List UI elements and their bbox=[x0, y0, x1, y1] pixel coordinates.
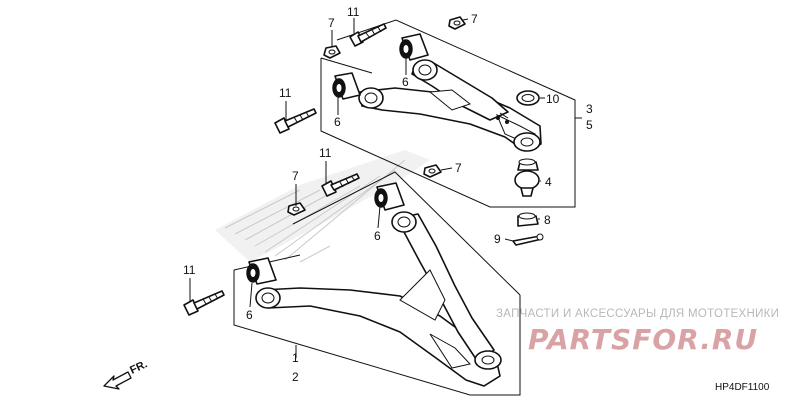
callout-6: 6 bbox=[334, 115, 341, 129]
nut-lower-right bbox=[423, 164, 442, 178]
bushing-lower-rear bbox=[246, 257, 277, 285]
cotter-pin bbox=[512, 233, 544, 246]
callout-6: 6 bbox=[402, 75, 409, 89]
callout-7: 7 bbox=[292, 169, 299, 183]
callout-6: 6 bbox=[374, 229, 381, 243]
front-label: FR. bbox=[128, 358, 149, 376]
nut-upper-right bbox=[448, 16, 466, 30]
snap-ring bbox=[516, 90, 540, 106]
bushing-lower-front bbox=[374, 182, 405, 211]
callout-1: 1 bbox=[292, 351, 299, 365]
callout-9: 9 bbox=[494, 232, 501, 246]
upper-arm-outline bbox=[320, 19, 576, 208]
callout-11: 11 bbox=[279, 86, 292, 100]
bushing-upper-front bbox=[399, 33, 429, 61]
castle-nut bbox=[517, 212, 539, 227]
callout-10: 10 bbox=[546, 92, 560, 106]
front-indicator: FR. bbox=[103, 358, 149, 390]
bolt-upper-left bbox=[274, 108, 317, 134]
callout-2: 2 bbox=[292, 370, 299, 384]
callout-7: 7 bbox=[471, 12, 478, 26]
callout-11: 11 bbox=[183, 263, 196, 277]
bolt-upper-top bbox=[349, 23, 387, 47]
bolt-lower-top bbox=[321, 173, 360, 197]
leader-lines bbox=[189, 18, 582, 358]
callout-8: 8 bbox=[544, 213, 551, 227]
ball-joint bbox=[514, 158, 540, 197]
callout-11: 11 bbox=[319, 146, 332, 160]
watermark: ЗАПЧАСТИ И АКСЕССУАРЫ ДЛЯ МОТОТЕХНИКИ PA… bbox=[496, 308, 779, 356]
watermark-brand: PARTSFOR.RU bbox=[528, 323, 758, 356]
bolt-lower-left bbox=[183, 290, 225, 316]
nut-lower-left bbox=[287, 202, 306, 216]
hatched-plate bbox=[215, 150, 430, 263]
lower-control-arm bbox=[255, 211, 502, 387]
callout-3: 3 bbox=[586, 102, 593, 116]
callout-4: 4 bbox=[545, 175, 552, 189]
callout-7: 7 bbox=[328, 16, 335, 30]
bushing-upper-rear bbox=[332, 72, 361, 100]
upper-control-arm bbox=[358, 59, 542, 152]
callout-7: 7 bbox=[455, 161, 462, 175]
watermark-tagline: ЗАПЧАСТИ И АКСЕССУАРЫ ДЛЯ МОТОТЕХНИКИ bbox=[496, 308, 779, 320]
callout-11: 11 bbox=[347, 5, 360, 19]
front-arrow-icon bbox=[103, 371, 132, 390]
callouts: 7 11 7 6 10 3 5 11 6 11 7 7 4 6 8 9 11 6… bbox=[183, 5, 593, 384]
callout-5: 5 bbox=[586, 118, 593, 132]
callout-6: 6 bbox=[246, 308, 253, 322]
diagram-code: HP4DF1100 bbox=[715, 382, 770, 393]
nut-upper-left bbox=[323, 45, 341, 59]
